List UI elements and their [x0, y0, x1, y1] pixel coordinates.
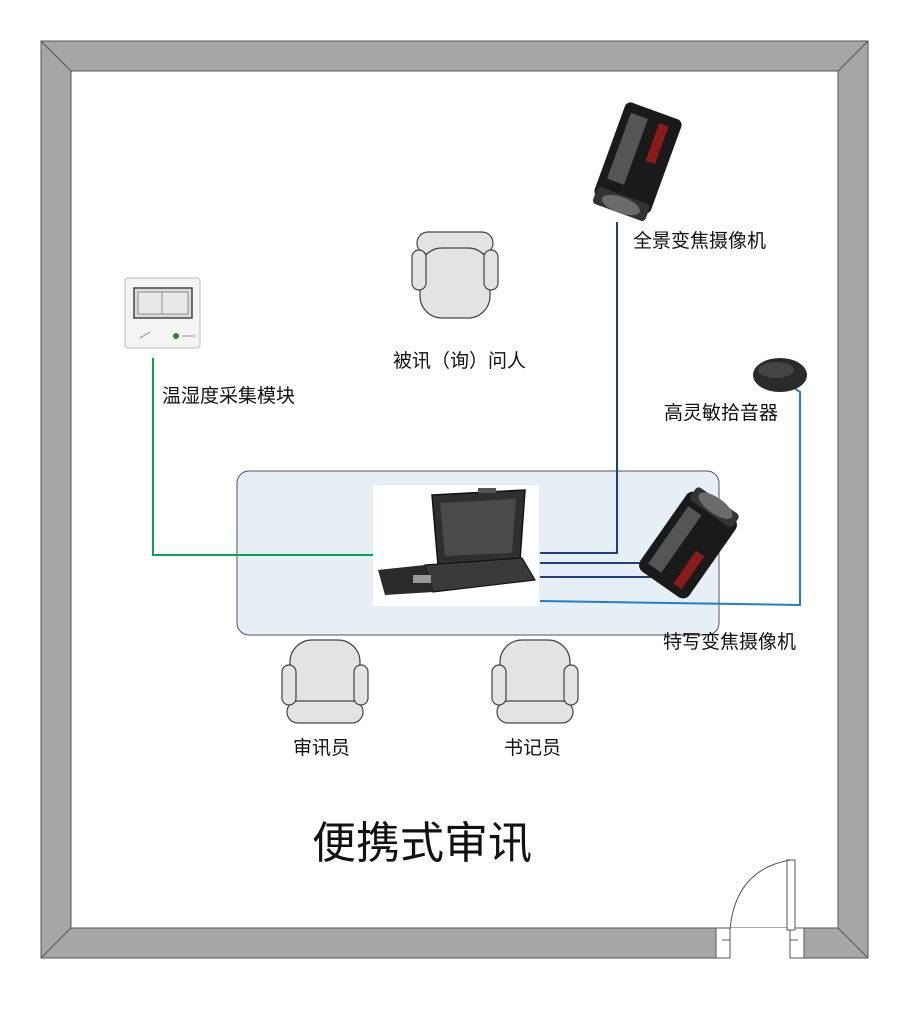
- pickup-microphone-icon: [753, 358, 807, 392]
- closeup-camera-icon: [639, 487, 739, 599]
- wiring: [152, 222, 801, 607]
- closeup-camera-label: 特写变焦摄像机: [663, 631, 797, 653]
- temp-humidity-module-icon: [124, 277, 201, 349]
- pickup-label: 高灵敏拾音器: [664, 402, 779, 424]
- panorama-camera-cable: [540, 222, 618, 554]
- sensor-cable: [152, 358, 375, 556]
- diagram-title: 便携式审讯: [312, 818, 532, 869]
- suspect-label: 被讯（询）问人: [393, 350, 527, 372]
- laptop-icon: [373, 485, 539, 606]
- panorama-camera-icon: [592, 102, 682, 221]
- suspect-chair: [411, 231, 499, 319]
- temp-humidity-module-label: 温湿度采集模块: [162, 385, 296, 407]
- interrogator-chair: [281, 639, 369, 724]
- clerk-label: 书记员: [504, 737, 562, 759]
- clerk-chair: [491, 639, 579, 724]
- panorama-camera-label: 全景变焦摄像机: [633, 230, 767, 252]
- room-walls: [40, 40, 869, 959]
- interrogator-label: 审讯员: [293, 737, 351, 759]
- door: [715, 859, 805, 959]
